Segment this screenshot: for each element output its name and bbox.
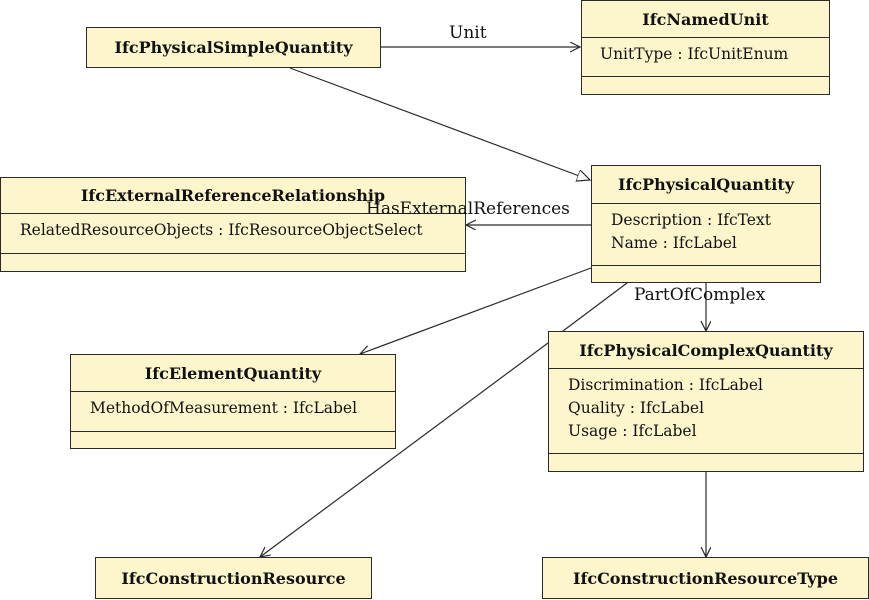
attributes-section: Discrimination : IfcLabel Quality : IfcL… — [549, 368, 863, 453]
class-name: IfcConstructionResource — [121, 568, 346, 588]
ifc-element-quantity-class[interactable]: IfcElementQuantity MethodOfMeasurement :… — [70, 354, 396, 449]
attribute: UnitType : IfcUnitEnum — [600, 45, 789, 63]
element-quantity-line — [360, 267, 592, 354]
attribute: Usage : IfcLabel — [568, 422, 697, 440]
ifc-physical-simple-quantity-class[interactable]: IfcPhysicalSimpleQuantity — [86, 27, 381, 68]
operations-section — [582, 76, 829, 94]
attributes-section: MethodOfMeasurement : IfcLabel — [71, 391, 395, 431]
attributes-section: RelatedResourceObjects : IfcResourceObje… — [1, 213, 465, 253]
class-name: IfcNamedUnit — [642, 9, 769, 29]
attribute: Quality : IfcLabel — [568, 399, 705, 417]
class-name: IfcPhysicalQuantity — [617, 175, 795, 194]
unit-label: Unit — [449, 23, 487, 43]
class-name: IfcConstructionResourceType — [572, 568, 839, 588]
class-name: IfcPhysicalSimpleQuantity — [114, 38, 353, 57]
attributes-section: UnitType : IfcUnitEnum — [582, 37, 829, 76]
operations-section — [71, 431, 395, 448]
construction-resource-line-upper — [562, 282, 628, 332]
ifc-external-reference-relationship-class[interactable]: IfcExternalReferenceRelationship Related… — [0, 177, 466, 272]
attribute: RelatedResourceObjects : IfcResourceObje… — [20, 221, 423, 239]
part-of-complex-label: PartOfComplex — [634, 285, 766, 305]
attribute: Description : IfcText — [611, 211, 771, 229]
ifc-physical-complex-quantity-class[interactable]: IfcPhysicalComplexQuantity Discriminatio… — [548, 331, 864, 472]
attribute: MethodOfMeasurement : IfcLabel — [90, 399, 358, 417]
ifc-physical-quantity-class[interactable]: IfcPhysicalQuantity Description : IfcTex… — [591, 165, 821, 283]
class-name: IfcElementQuantity — [144, 363, 322, 383]
operations-section — [592, 265, 820, 282]
class-name: IfcExternalReferenceRelationship — [80, 186, 386, 205]
attribute: Discrimination : IfcLabel — [568, 376, 763, 394]
has-external-references-label: HasExternalReferences — [366, 199, 570, 219]
ifc-construction-resource-type-class[interactable]: IfcConstructionResourceType — [542, 557, 869, 599]
operations-section — [1, 253, 465, 271]
class-name: IfcPhysicalComplexQuantity — [579, 340, 833, 360]
ifc-named-unit-class[interactable]: IfcNamedUnit UnitType : IfcUnitEnum — [581, 0, 830, 95]
generalization-line — [289, 67, 590, 180]
operations-section — [549, 453, 863, 471]
construction-resource-line-lower — [260, 342, 549, 557]
attributes-section: Description : IfcText Name : IfcLabel — [592, 203, 820, 265]
attribute: Name : IfcLabel — [611, 234, 737, 252]
ifc-construction-resource-class[interactable]: IfcConstructionResource — [95, 557, 372, 599]
